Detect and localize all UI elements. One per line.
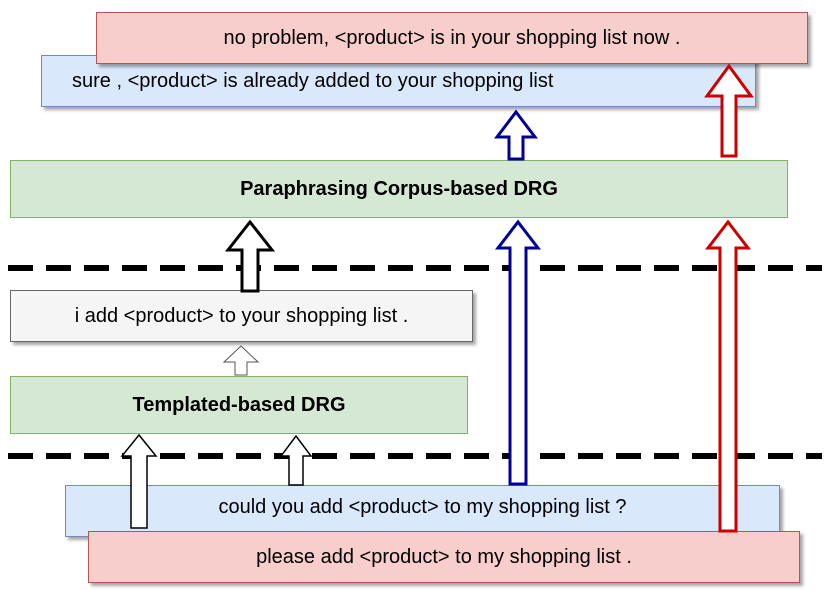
input-arrow-right (279, 434, 313, 486)
red-input-box: please add <product> to my shopping list… (88, 531, 800, 583)
red-arrow-long (704, 219, 752, 533)
template-output-text: i add <product> to your shopping list . (74, 304, 409, 327)
black-arrow-up (224, 219, 276, 293)
red-output-text: no problem, <product> is in your shoppin… (223, 26, 681, 49)
gray-arrow-up (222, 345, 260, 376)
template-output-box: i add <product> to your shopping list . (10, 290, 473, 342)
paraphrasing-drg-box: Paraphrasing Corpus-based DRG (10, 160, 788, 218)
blue-output-text: sure , <product> is already added to you… (72, 69, 554, 92)
input-arrow-left (120, 433, 158, 529)
blue-input-box: could you add <product> to my shopping l… (65, 485, 780, 537)
paraphrasing-drg-label: Paraphrasing Corpus-based DRG (240, 177, 558, 200)
blue-arrow-long (494, 219, 542, 486)
red-input-text: please add <product> to my shopping list… (256, 545, 632, 568)
blue-arrow-short (493, 109, 539, 161)
templated-drg-label: Templated-based DRG (132, 393, 346, 416)
red-arrow-short (704, 63, 754, 158)
blue-input-text: could you add <product> to my shopping l… (218, 496, 627, 518)
templated-drg-box: Templated-based DRG (10, 376, 468, 434)
red-output-box: no problem, <product> is in your shoppin… (96, 12, 808, 64)
